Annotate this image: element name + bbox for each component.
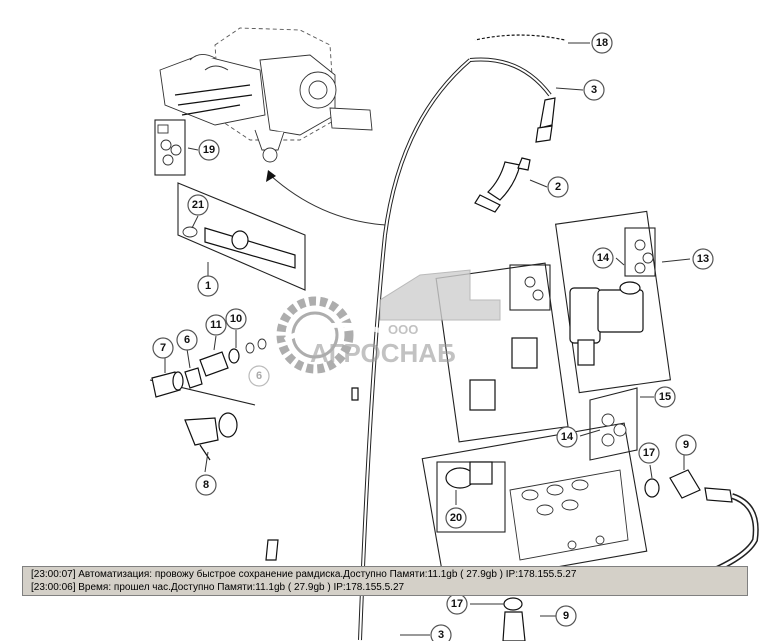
callout-circle — [176, 329, 198, 351]
callout-label: 7 — [160, 342, 166, 354]
callout-3: 3 — [583, 79, 605, 101]
callout-10: 10 — [225, 308, 247, 330]
callout-label: 3 — [591, 84, 597, 96]
callout-circle — [638, 442, 660, 464]
callout-14: 14 — [556, 426, 578, 448]
callout-circle — [205, 314, 227, 336]
callout-circle — [592, 247, 614, 269]
callout-layer: 18 3 2 19 21 1 14 13 11 10 7 6 6 8 15 14 17 9 20 17 9 3 — [152, 32, 714, 641]
fittings-drawing — [149, 338, 267, 461]
callout-label: 20 — [450, 512, 462, 524]
callout-circle — [430, 624, 452, 641]
callout-9: 9 — [675, 434, 697, 456]
callout-label: 15 — [659, 391, 671, 403]
callout-6: 6 — [176, 329, 198, 351]
hydraulic-pump-drawing — [159, 27, 373, 163]
log-line: [23:00:06] Время: прошел час.Доступно Па… — [31, 582, 405, 593]
leader-lines — [164, 42, 691, 636]
callout-11: 11 — [205, 314, 227, 336]
callout-13: 13 — [692, 248, 714, 270]
callout-label: 14 — [597, 252, 610, 264]
callout-label: 1 — [205, 280, 211, 292]
callout-label: 14 — [561, 431, 574, 443]
callout-20: 20 — [445, 507, 467, 529]
callout-label: 3 — [438, 629, 444, 641]
callout-label: 21 — [192, 199, 204, 211]
callout-3: 3 — [430, 624, 452, 641]
callout-label: 9 — [683, 439, 689, 451]
callout-label: 6 — [184, 334, 190, 346]
callout-8: 8 — [195, 474, 217, 496]
callout-label: 10 — [230, 313, 242, 325]
callout-label: 11 — [210, 319, 222, 331]
callout-21: 21 — [187, 194, 209, 216]
callout-circle — [187, 194, 209, 216]
agrosnab-watermark: ООО АГРОСНАБ — [276, 269, 501, 374]
callout-circle — [654, 386, 676, 408]
callout-label: 6 — [256, 370, 262, 382]
kit-card-19 — [154, 119, 186, 176]
callout-circle — [692, 248, 714, 270]
callout-circle — [225, 308, 247, 330]
callout-circle — [675, 434, 697, 456]
callout-circle — [556, 426, 578, 448]
callout-19: 19 — [198, 139, 220, 161]
callout-17: 17 — [638, 442, 660, 464]
right-hose-drawing — [644, 469, 759, 583]
callout-6: 6 — [248, 365, 270, 387]
callout-circle — [445, 507, 467, 529]
callout-circle — [555, 605, 577, 627]
callout-18: 18 — [591, 32, 613, 54]
callout-circle — [152, 337, 174, 359]
callout-label: 17 — [451, 598, 463, 610]
callout-circle — [197, 275, 219, 297]
log-line: [23:00:07] Автоматизация: провожу быстро… — [31, 569, 577, 580]
callout-7: 7 — [152, 337, 174, 359]
callout-circle — [195, 474, 217, 496]
callout-9: 9 — [555, 605, 577, 627]
solenoid-panel-13 — [554, 210, 672, 394]
watermark-company-name: АГРОСНАБ — [310, 338, 456, 368]
callout-circle — [583, 79, 605, 101]
callout-14: 14 — [592, 247, 614, 269]
callout-label: 8 — [203, 479, 209, 491]
shaft-group-drawing — [177, 182, 306, 291]
bottom-fittings-drawing — [265, 387, 526, 641]
callout-label: 13 — [697, 253, 709, 265]
callout-2: 2 — [547, 176, 569, 198]
callout-circle — [591, 32, 613, 54]
callout-circle — [547, 176, 569, 198]
callout-circle — [198, 139, 220, 161]
callout-label: 17 — [643, 447, 655, 459]
callout-15: 15 — [654, 386, 676, 408]
callout-label: 18 — [596, 37, 608, 49]
event-log-panel: [23:00:07] Автоматизация: провожу быстро… — [22, 566, 748, 596]
callout-label: 2 — [555, 181, 561, 193]
callout-17: 17 — [446, 593, 468, 615]
solenoid-panel-behind — [435, 262, 569, 443]
callout-circle — [248, 365, 270, 387]
valve-block-panel-15 — [421, 387, 648, 588]
callout-1: 1 — [197, 275, 219, 297]
callout-label: 19 — [203, 144, 215, 156]
callout-label: 9 — [563, 610, 569, 622]
watermark-company-form: ООО — [388, 322, 418, 337]
